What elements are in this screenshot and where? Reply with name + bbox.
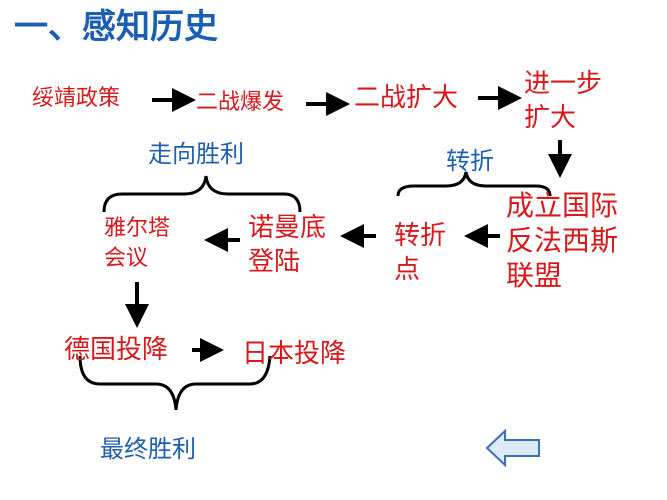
brace-toward-victory xyxy=(102,175,302,213)
node-normandy-line2: 登陆 xyxy=(248,247,301,277)
node-further-expand-line2: 扩大 xyxy=(524,103,577,133)
page-title: 一、感知历史 xyxy=(14,7,218,47)
brace-final-victory xyxy=(78,355,272,411)
node-germany-surrender: 德国投降 xyxy=(64,335,169,365)
node-turning-point-line1: 转折 xyxy=(394,221,447,251)
node-further-expand-line1: 进一步 xyxy=(524,69,603,99)
node-war-outbreak: 二战爆发 xyxy=(196,90,285,115)
node-turning-point-line2: 点 xyxy=(394,255,421,285)
node-allied-front-line3: 联盟 xyxy=(506,259,563,292)
node-japan-surrender: 日本投降 xyxy=(242,339,347,369)
node-appeasement: 绥靖政策 xyxy=(32,86,121,111)
left-arrow-icon[interactable] xyxy=(485,428,541,468)
node-allied-front-line2: 反法西斯 xyxy=(506,224,619,257)
node-normandy-line1: 诺曼底 xyxy=(248,213,327,243)
label-final-victory: 最终胜利 xyxy=(100,435,196,463)
label-turning: 转折 xyxy=(446,147,494,175)
node-allied-front-line1: 成立国际 xyxy=(506,189,619,222)
label-toward-victory: 走向胜利 xyxy=(148,140,244,168)
node-war-expand: 二战扩大 xyxy=(354,83,459,113)
brace-turning xyxy=(396,171,552,197)
node-yalta-line2: 会议 xyxy=(104,246,149,271)
node-yalta-line1: 雅尔塔 xyxy=(104,216,171,241)
